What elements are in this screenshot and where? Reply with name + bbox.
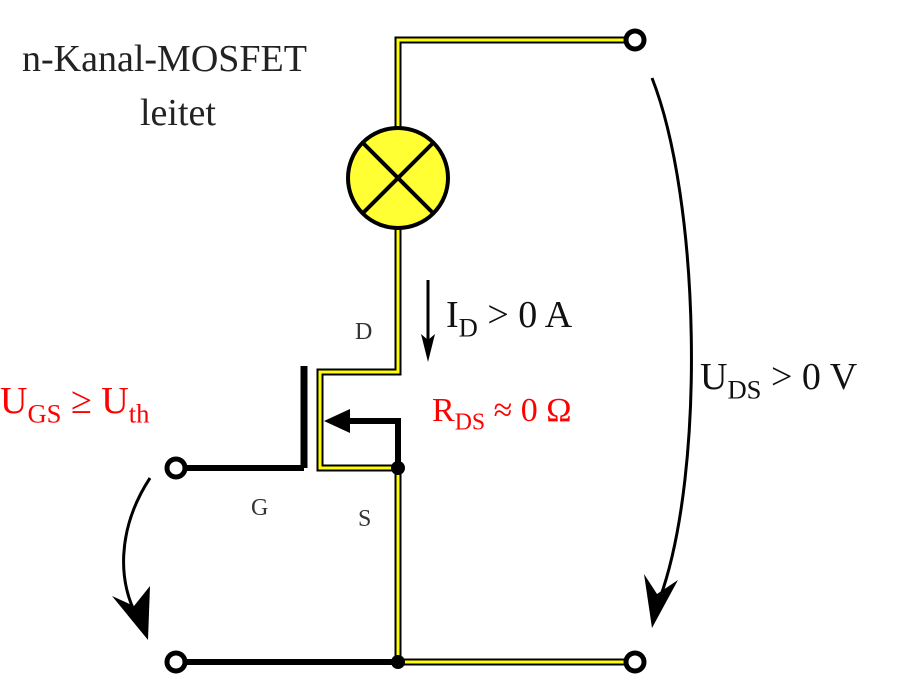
rds-label: RDS ≈ 0 Ω: [432, 392, 572, 436]
bottom-junction-dot: [391, 655, 405, 669]
uds-voltage-arrow: [644, 77, 693, 628]
ugs-voltage-arrow: [112, 477, 152, 640]
source-junction-dot: [391, 461, 405, 475]
pin-label-drain: D: [355, 319, 373, 345]
title-line-2: leitet: [140, 92, 216, 134]
pin-label-source: S: [358, 506, 372, 532]
lamp-icon: [346, 126, 450, 230]
terminal-top-right: [623, 28, 647, 52]
uds-label: UDS > 0 V: [700, 356, 858, 405]
body-arrow: [324, 409, 401, 468]
terminal-bottom-right: [623, 650, 647, 674]
terminal-bottom-left: [164, 650, 188, 674]
terminal-gate: [164, 456, 188, 480]
current-arrow: [421, 280, 435, 362]
pin-label-gate: G: [251, 495, 269, 521]
gate-electrode: [176, 366, 308, 471]
ugs-label: UGS ≥ Uth: [0, 380, 150, 429]
title-line-1: n-Kanal-MOSFET: [22, 38, 307, 80]
conducting-path: [316, 36, 635, 666]
drain-current-label: ID > 0 A: [446, 294, 573, 343]
